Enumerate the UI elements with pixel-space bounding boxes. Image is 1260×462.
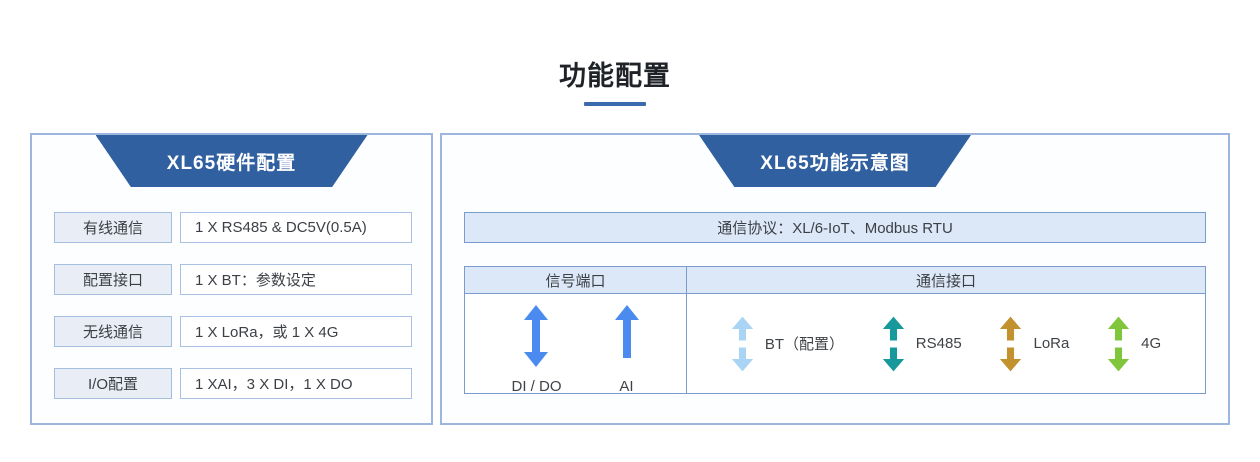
page-header: 功能配置 xyxy=(0,54,1230,106)
config-row-interface: 配置接口 1 X BT：参数设定 xyxy=(54,264,412,295)
ai-item: AI xyxy=(614,305,640,395)
rs485-label: RS485 xyxy=(915,335,962,352)
up-arrow-icon xyxy=(614,305,639,358)
comm-interface-header: 通信接口 xyxy=(915,272,976,290)
config-row-label: 无线通信 xyxy=(54,316,172,347)
config-row-value: 1 X LoRa，或 1 X 4G xyxy=(180,316,412,347)
4g-label: 4G xyxy=(1141,335,1162,352)
4g-item: 4G xyxy=(1107,315,1161,373)
split-double-arrow-icon xyxy=(1000,316,1022,371)
config-row-label: 配置接口 xyxy=(54,264,172,295)
protocol-bar: 通信协议：XL/6-IoT、Modbus RTU xyxy=(464,212,1206,243)
split-double-arrow-icon xyxy=(882,316,904,371)
config-row-wired: 有线通信 1 X RS485 & DC5V(0.5A) xyxy=(54,212,412,243)
diagram-table: 信号端口 通信接口 DI / DO xyxy=(464,266,1206,395)
config-row-value: 1 XAI，3 X DI，1 X DO xyxy=(180,368,412,399)
di-do-arrow-box xyxy=(522,305,550,367)
signal-port-cell: DI / DO AI xyxy=(465,294,687,395)
di-do-item: DI / DO xyxy=(511,305,562,395)
double-arrow-icon xyxy=(524,305,549,367)
hardware-config-rows: 有线通信 1 X RS485 & DC5V(0.5A) 配置接口 1 X BT：… xyxy=(54,212,412,420)
bt-label: BT（配置） xyxy=(764,336,844,353)
hardware-config-banner: XL65硬件配置 xyxy=(95,135,368,187)
config-row-value: 1 X RS485 & DC5V(0.5A) xyxy=(180,212,412,243)
config-row-label: 有线通信 xyxy=(54,212,172,243)
split-double-arrow-icon xyxy=(1108,316,1130,371)
bt-item: BT（配置） xyxy=(731,315,844,373)
ai-label: AI xyxy=(619,378,634,395)
config-row-label: I/O配置 xyxy=(54,368,172,399)
rs485-item: RS485 xyxy=(882,315,962,373)
ai-arrow-box xyxy=(614,305,640,367)
title-underline xyxy=(584,102,646,106)
config-row-wireless: 无线通信 1 X LoRa，或 1 X 4G xyxy=(54,316,412,347)
signal-port-header: 信号端口 xyxy=(465,267,687,293)
di-do-label: DI / DO xyxy=(511,378,562,395)
lora-label: LoRa xyxy=(1033,335,1070,352)
diagram-table-body: DI / DO AI BT（配置） xyxy=(464,294,1206,395)
page-title: 功能配置 xyxy=(559,61,671,91)
lora-item: LoRa xyxy=(999,315,1069,373)
config-row-io: I/O配置 1 XAI，3 X DI，1 X DO xyxy=(54,368,412,399)
diagram-table-header: 信号端口 通信接口 xyxy=(464,266,1206,294)
config-row-value: 1 X BT：参数设定 xyxy=(180,264,412,295)
function-diagram-panel: XL65功能示意图 通信协议：XL/6-IoT、Modbus RTU 信号端口 … xyxy=(440,133,1230,425)
function-diagram-banner: XL65功能示意图 xyxy=(699,135,971,187)
split-double-arrow-icon xyxy=(731,316,753,371)
hardware-config-panel: XL65硬件配置 有线通信 1 X RS485 & DC5V(0.5A) 配置接… xyxy=(30,133,433,425)
comm-interface-cell: BT（配置） RS485 LoRa xyxy=(687,294,1205,393)
